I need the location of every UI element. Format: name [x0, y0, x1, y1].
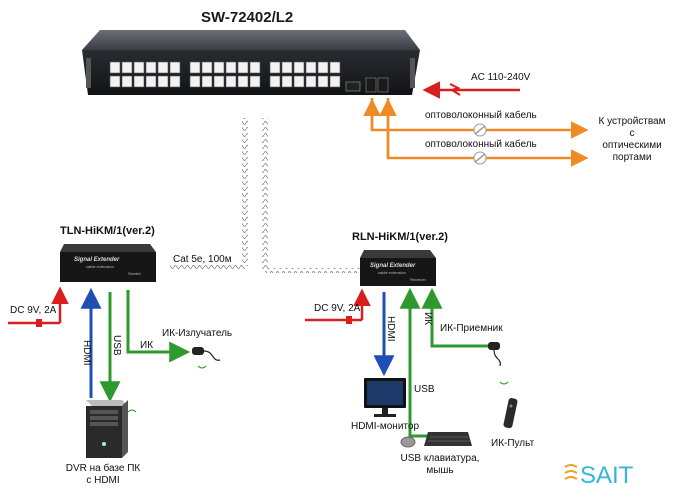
rj45-port — [293, 61, 305, 74]
rj45-port — [189, 75, 201, 88]
rj45-port — [225, 61, 237, 74]
rj45-port — [213, 75, 225, 88]
console-port — [345, 81, 361, 92]
rj45-port — [317, 61, 329, 74]
rj45-port — [281, 61, 293, 74]
lightning-icon — [449, 83, 461, 96]
rj45-port — [201, 75, 213, 88]
fiber-cable-label-2: оптоволоконный кабель — [425, 138, 537, 150]
pc-label-line-2: с HDMI — [86, 475, 119, 486]
rj45-port — [145, 75, 157, 88]
sfp-port — [377, 77, 389, 93]
rj45-port — [189, 61, 201, 74]
ac-power-label: AC 110-240V — [471, 72, 531, 83]
mouse-icon — [400, 436, 416, 448]
cable-label: Cat 5e, 100м — [173, 254, 232, 265]
left-ir-label: ИК — [140, 340, 153, 351]
keyboard-icon — [424, 432, 472, 446]
transmitter-device: Signal Extender cable extension Sender — [60, 244, 156, 282]
fiber-destination-line-1: К устройствам — [599, 116, 666, 127]
monitor-icon — [364, 378, 406, 417]
rj45-port — [329, 75, 341, 88]
pc-label-line-1: DVR на базе ПК — [66, 462, 141, 474]
rj45-port — [281, 75, 293, 88]
right-usb-label: USB — [414, 384, 435, 395]
cat5e-cable: Cat 5e, 100м — [170, 118, 360, 273]
rj45-port — [249, 75, 261, 88]
receiver-device: Signal Extender cable extension Receiver — [360, 250, 436, 286]
ir-receiver-label: ИК-Приемник — [440, 323, 503, 334]
transmitter-model-label: TLN-HiKM/1(ver.2) — [60, 225, 155, 237]
receiver-face-title: Signal Extender — [370, 263, 416, 269]
receiver-model-label: RLN-HiKM/1(ver.2) — [352, 231, 448, 243]
fiber-destination-line-2: с — [630, 128, 635, 139]
monitor-label: HDMI-монитор — [351, 421, 419, 432]
rj45-port — [121, 75, 133, 88]
fiber-lines: оптоволоконный кабель оптоволоконный каб… — [363, 98, 666, 167]
transmitter-face-tag: Sender — [128, 271, 142, 276]
rj45-port — [305, 61, 317, 74]
rj45-port — [213, 61, 225, 74]
keyboard-label-line-2: мышь — [426, 465, 453, 476]
ir-emitter-label: ИК-Излучатель — [162, 328, 232, 339]
fiber-cable-icon — [473, 151, 487, 165]
transmitter-face-title: Signal Extender — [74, 257, 120, 263]
pc-tower-icon — [86, 400, 137, 458]
fiber-destination-line-4: портами — [613, 152, 652, 163]
rj45-port — [293, 75, 305, 88]
ir-receiver-icon — [488, 342, 509, 385]
rj45-port — [249, 61, 261, 74]
rj45-port — [109, 75, 121, 88]
sait-logo: SAIT — [564, 462, 634, 489]
rj45-port — [157, 61, 169, 74]
receiver-face-sub: cable extension — [378, 270, 406, 275]
logo-text: SAIT — [580, 462, 634, 489]
switch-ports — [109, 61, 341, 88]
rj45-port — [133, 75, 145, 88]
transmitter-face-sub: cable extension — [86, 264, 114, 269]
left-connections: DC 9V, 2A HDMI USB ИК ИК-Излучатель — [8, 286, 232, 403]
sfp-port — [365, 77, 377, 93]
rj45-port — [201, 61, 213, 74]
fiber-cable-icon — [473, 123, 487, 137]
fiber-cable-label-1: оптоволоконный кабель — [425, 109, 537, 121]
rj45-port — [237, 61, 249, 74]
right-hdmi-label: HDMI — [385, 316, 396, 342]
fiber-destination-line-3: оптическими — [602, 140, 661, 151]
right-ir-label: ИК — [422, 312, 433, 325]
rj45-port — [109, 61, 121, 74]
rj45-port — [133, 61, 145, 74]
switch-model-title: SW-72402/L2 — [201, 9, 293, 26]
remote-label: ИК-Пульт — [491, 438, 535, 449]
rj45-port — [317, 75, 329, 88]
ir-emitter-icon — [192, 347, 221, 369]
rj45-port — [237, 75, 249, 88]
remote-icon — [503, 398, 518, 429]
power-plug-icon — [36, 319, 42, 327]
keyboard-label-line-1: USB клавиатура, — [401, 453, 480, 464]
right-dc-label: DC 9V, 2A — [314, 303, 361, 314]
ac-power-line: AC 110-240V — [422, 72, 531, 99]
rj45-port — [145, 61, 157, 74]
rj45-port — [225, 75, 237, 88]
left-hdmi-label: HDMI — [81, 340, 92, 366]
rj45-port — [269, 75, 281, 88]
rj45-port — [305, 75, 317, 88]
rj45-port — [169, 75, 181, 88]
rj45-port — [169, 61, 181, 74]
rj45-port — [157, 75, 169, 88]
power-plug-icon — [346, 316, 352, 324]
right-connections: DC 9V, 2A HDMI USB ИК ИК-Приемник — [305, 287, 509, 438]
left-dc-label: DC 9V, 2A — [10, 305, 57, 316]
left-usb-label: USB — [111, 335, 122, 356]
rj45-port — [121, 61, 133, 74]
receiver-face-tag: Receiver — [410, 277, 426, 282]
rj45-port — [269, 61, 281, 74]
switch-device — [82, 30, 420, 95]
rj45-port — [329, 61, 341, 74]
